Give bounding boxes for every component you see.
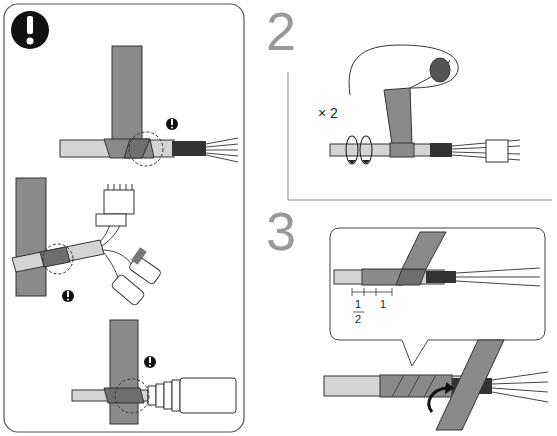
dimension-label: 2 xyxy=(355,314,361,325)
repeat-count: × 2 xyxy=(318,106,338,120)
step-number: 2 xyxy=(266,4,296,58)
dimension-label: 1 xyxy=(355,299,361,310)
dimension-label: 1 xyxy=(380,299,386,310)
step-number: 3 xyxy=(266,204,296,258)
